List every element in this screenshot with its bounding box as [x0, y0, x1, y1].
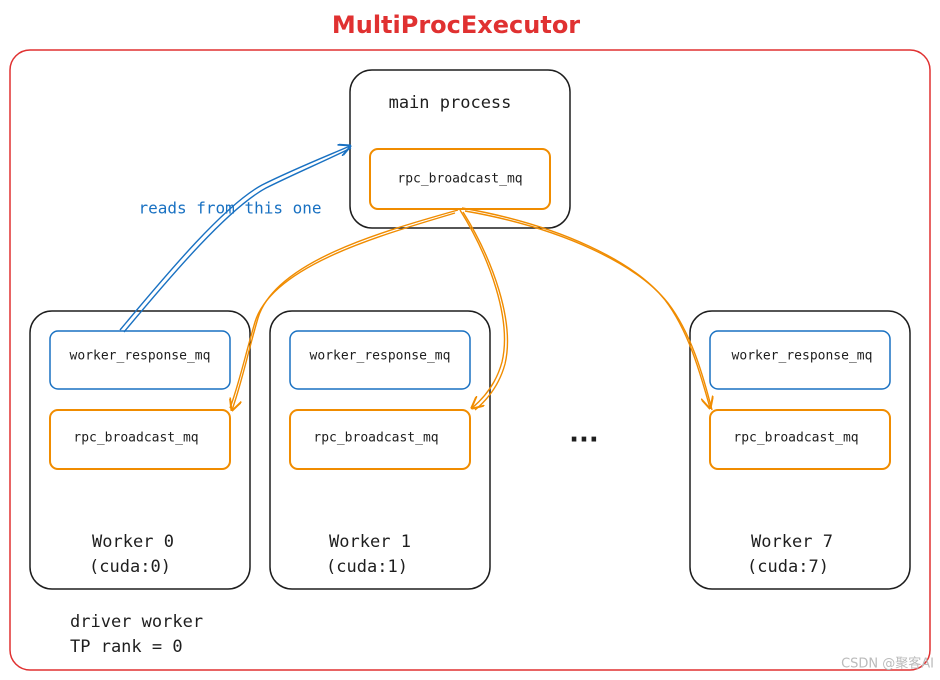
worker-1-broadcast-queue — [289, 409, 471, 470]
main-process-label: main process — [389, 93, 512, 113]
main-rpc-broadcast-label: rpc_broadcast_mq — [397, 172, 522, 187]
main-process-box: main process rpc_broadcast_mq — [349, 69, 571, 229]
tp-rank-label: TP rank = 0 — [70, 637, 183, 657]
broadcast-arrow-worker-1 — [459, 209, 506, 408]
worker-1-device: (cuda:1) — [326, 557, 408, 577]
worker-0-broadcast-queue — [49, 409, 231, 470]
broadcast-arrows — [230, 207, 712, 410]
worker-1-name: Worker 1 — [329, 532, 411, 552]
worker-7-broadcast-queue — [709, 409, 891, 470]
worker-7-name: Worker 7 — [751, 532, 833, 552]
broadcast-arrow-worker-0 — [232, 209, 459, 410]
worker-7-response-queue — [709, 330, 891, 390]
driver-worker-label: driver worker — [70, 612, 203, 632]
worker-0-response-queue — [49, 330, 231, 390]
worker-7-device: (cuda:7) — [747, 557, 829, 577]
worker-0-device: (cuda:0) — [89, 557, 171, 577]
worker-0-name: Worker 0 — [92, 532, 174, 552]
worker-1-response-label: worker_response_mq — [310, 349, 451, 364]
response-arrow — [119, 146, 351, 333]
executor-frame — [9, 49, 931, 671]
main-rpc-broadcast-queue — [369, 148, 551, 210]
worker-1-broadcast-label: rpc_broadcast_mq — [313, 431, 438, 446]
worker-0-box: worker_response_mq rpc_broadcast_mq Work… — [29, 310, 251, 590]
worker-1-response-queue — [289, 330, 471, 390]
worker-0-broadcast-label: rpc_broadcast_mq — [73, 431, 198, 446]
worker-7-broadcast-label: rpc_broadcast_mq — [733, 431, 858, 446]
response-annotation: reads from this one — [138, 199, 321, 218]
worker-1-box: worker_response_mq rpc_broadcast_mq Work… — [269, 310, 491, 590]
worker-0-response-label: worker_response_mq — [70, 349, 211, 364]
worker-7-response-label: worker_response_mq — [732, 349, 873, 364]
worker-7-box: worker_response_mq rpc_broadcast_mq Work… — [689, 310, 911, 590]
workers-ellipsis: ... — [569, 419, 599, 449]
diagram-title: MultiProcExecutor — [332, 11, 580, 39]
watermark: CSDN @聚客AI — [841, 656, 934, 672]
